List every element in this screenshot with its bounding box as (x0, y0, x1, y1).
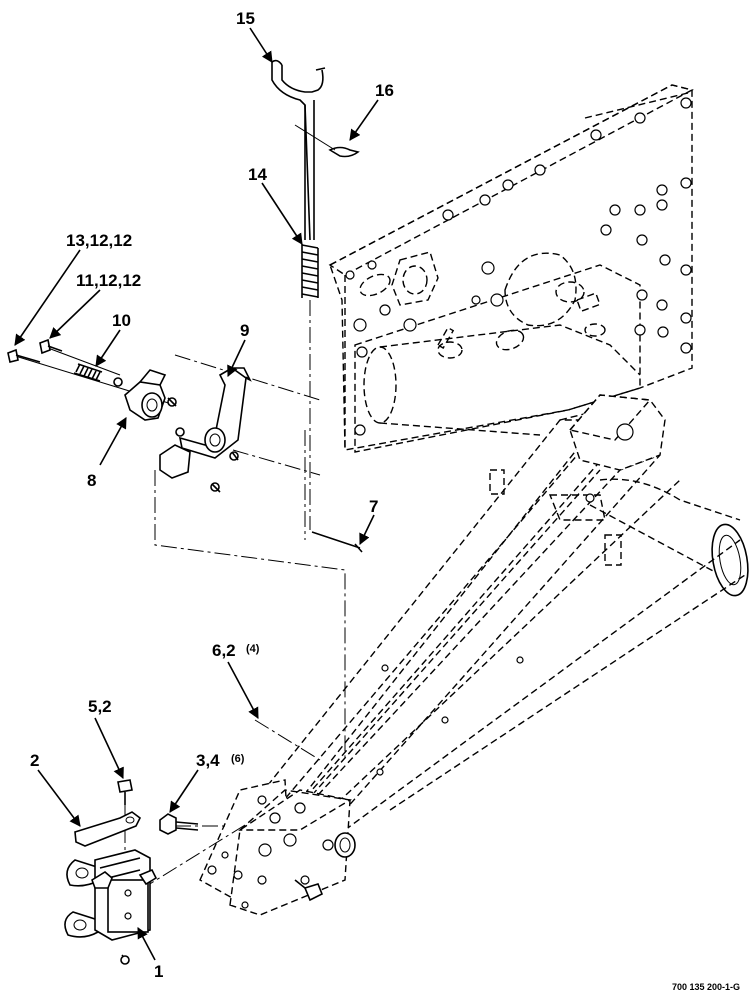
callout-1: 1 (154, 962, 163, 981)
hitch-tongue (199, 394, 746, 916)
callout-labels: 15 16 14 13,12,12 11,12,12 10 9 8 7 6,2 … (30, 9, 740, 992)
leader-arrows (14, 27, 379, 961)
callout-11: 11,12,12 (76, 271, 141, 290)
callout-8: 8 (87, 471, 96, 490)
callout-16: 16 (375, 81, 394, 100)
drawing-id: 700 135 200-1-G (672, 982, 740, 992)
callout-13: 13,12,12 (66, 231, 132, 250)
callout-7: 7 (369, 497, 378, 516)
callout-10: 10 (112, 311, 131, 330)
callout-6-qty: (4) (246, 643, 260, 655)
bracket-assembly (7, 338, 252, 493)
callout-14: 14 (248, 165, 267, 184)
jack-rod-assembly (271, 59, 363, 553)
callout-6: 6,2 (212, 641, 236, 660)
callout-5: 5,2 (88, 697, 112, 716)
callout-9: 9 (240, 321, 249, 340)
cross-tube (363, 324, 749, 597)
callout-15: 15 (236, 9, 255, 28)
callout-3: 3,4 (196, 751, 220, 770)
callout-2: 2 (30, 751, 39, 770)
hitch-clevis-assembly (64, 779, 199, 965)
callout-3-qty: (6) (231, 753, 245, 765)
